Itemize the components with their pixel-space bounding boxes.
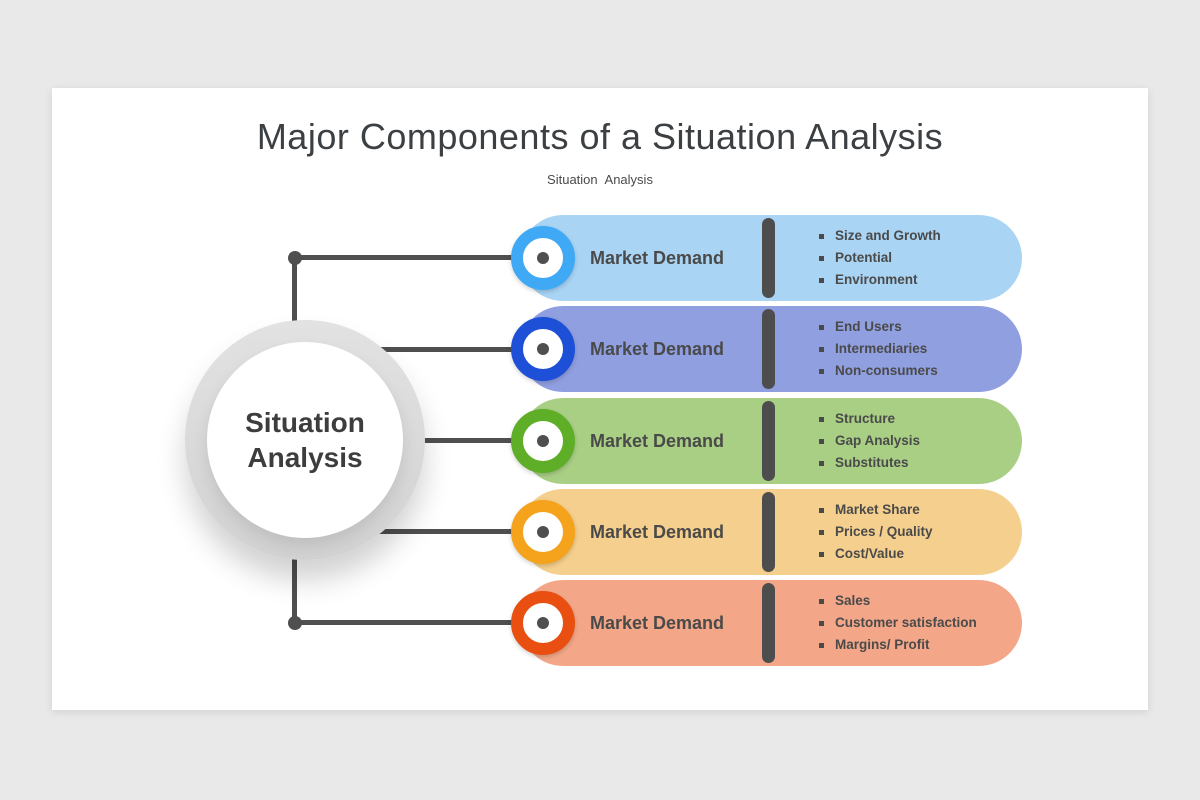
bullet-item: Environment — [818, 269, 941, 291]
ring-icon — [511, 409, 575, 473]
divider-bar — [762, 309, 775, 389]
bullet-marker — [819, 530, 824, 535]
center-circle-label-line1: Situation — [245, 407, 365, 438]
bullet-marker — [819, 439, 824, 444]
component-row: Market Demand Size and Growth Potential … — [0, 215, 1200, 301]
bullet-list: End Users Intermediaries Non-consumers — [818, 306, 938, 392]
bullet-text: Prices / Quality — [835, 524, 933, 539]
ring-icon — [511, 591, 575, 655]
connector-line — [292, 529, 543, 534]
bullet-item: Non-consumers — [818, 360, 938, 382]
bullet-marker — [819, 325, 824, 330]
bullet-item: Intermediaries — [818, 338, 938, 360]
divider-bar — [762, 583, 775, 663]
bullet-text: Structure — [835, 411, 896, 426]
ring-dot — [537, 617, 549, 629]
bullet-marker — [819, 256, 824, 261]
bullet-list: Sales Customer satisfaction Margins/ Pro… — [818, 580, 977, 666]
bullet-marker — [819, 417, 824, 422]
bullet-item: Gap Analysis — [818, 430, 920, 452]
connector-dot — [288, 251, 302, 265]
divider-bar — [762, 401, 775, 481]
connector-line — [292, 255, 543, 260]
bullet-item: Size and Growth — [818, 225, 941, 247]
bullet-marker — [819, 508, 824, 513]
component-row: Market Demand Sales Customer satisfactio… — [0, 580, 1200, 666]
bullet-text: Sales — [835, 593, 871, 608]
ring-dot — [537, 526, 549, 538]
bullet-text: Margins/ Profit — [835, 637, 930, 652]
page-title: Major Components of a Situation Analysis — [256, 116, 944, 157]
bullet-item: End Users — [818, 316, 938, 338]
bullet-marker — [819, 552, 824, 557]
row-title: Market Demand — [590, 431, 725, 451]
bullet-item: Customer satisfaction — [818, 612, 977, 634]
bullet-marker — [819, 234, 824, 239]
bullet-item: Market Share — [818, 499, 933, 521]
connector-dot — [288, 616, 302, 630]
bullet-item: Margins/ Profit — [818, 634, 977, 656]
bullet-item: Potential — [818, 247, 941, 269]
bullet-item: Substitutes — [818, 452, 920, 474]
bullet-item: Prices / Quality — [818, 521, 933, 543]
bullet-text: Size and Growth — [835, 228, 941, 243]
ring-dot — [537, 252, 549, 264]
connector-line — [292, 620, 543, 625]
bullet-list: Market Share Prices / Quality Cost/Value — [818, 489, 933, 575]
ring-icon — [511, 317, 575, 381]
bullet-text: End Users — [835, 319, 902, 334]
ring-dot — [537, 343, 549, 355]
ring-icon — [511, 226, 575, 290]
bullet-item: Sales — [818, 590, 977, 612]
component-row: Market Demand End Users Intermediaries N… — [0, 306, 1200, 392]
row-title: Market Demand — [590, 339, 725, 359]
center-circle-label-line2: Analysis — [247, 442, 363, 473]
divider-bar — [762, 218, 775, 298]
component-row: Market Demand Market Share Prices / Qual… — [0, 489, 1200, 575]
bullet-text: Non-consumers — [835, 363, 938, 378]
bullet-item: Structure — [818, 408, 920, 430]
bullet-item: Cost/Value — [818, 543, 933, 565]
row-title: Market Demand — [590, 248, 725, 268]
divider-bar — [762, 492, 775, 572]
bullet-text: Intermediaries — [835, 341, 928, 356]
bullet-text: Market Share — [835, 502, 920, 517]
subtitle: Situation Analysis — [547, 172, 653, 187]
bullet-text: Gap Analysis — [835, 433, 921, 448]
ring-dot — [537, 435, 549, 447]
center-circle-inner: Situation Analysis — [207, 342, 403, 538]
center-circle: Situation Analysis — [185, 320, 425, 560]
row-title: Market Demand — [590, 613, 725, 633]
bullet-marker — [819, 461, 824, 466]
bullet-text: Environment — [835, 272, 918, 287]
bullet-text: Customer satisfaction — [835, 615, 977, 630]
bullet-marker — [819, 369, 824, 374]
bullet-text: Substitutes — [835, 455, 909, 470]
component-row: Market Demand Structure Gap Analysis Sub… — [0, 398, 1200, 484]
bullet-marker — [819, 347, 824, 352]
bullet-list: Size and Growth Potential Environment — [818, 215, 941, 301]
bullet-marker — [819, 278, 824, 283]
bullet-marker — [819, 621, 824, 626]
bullet-marker — [819, 643, 824, 648]
bullet-text: Cost/Value — [835, 546, 905, 561]
connector-line — [292, 347, 543, 352]
ring-icon — [511, 500, 575, 564]
bullet-text: Potential — [835, 250, 893, 265]
row-title: Market Demand — [590, 522, 725, 542]
bullet-marker — [819, 599, 824, 604]
bullet-list: Structure Gap Analysis Substitutes — [818, 398, 920, 484]
